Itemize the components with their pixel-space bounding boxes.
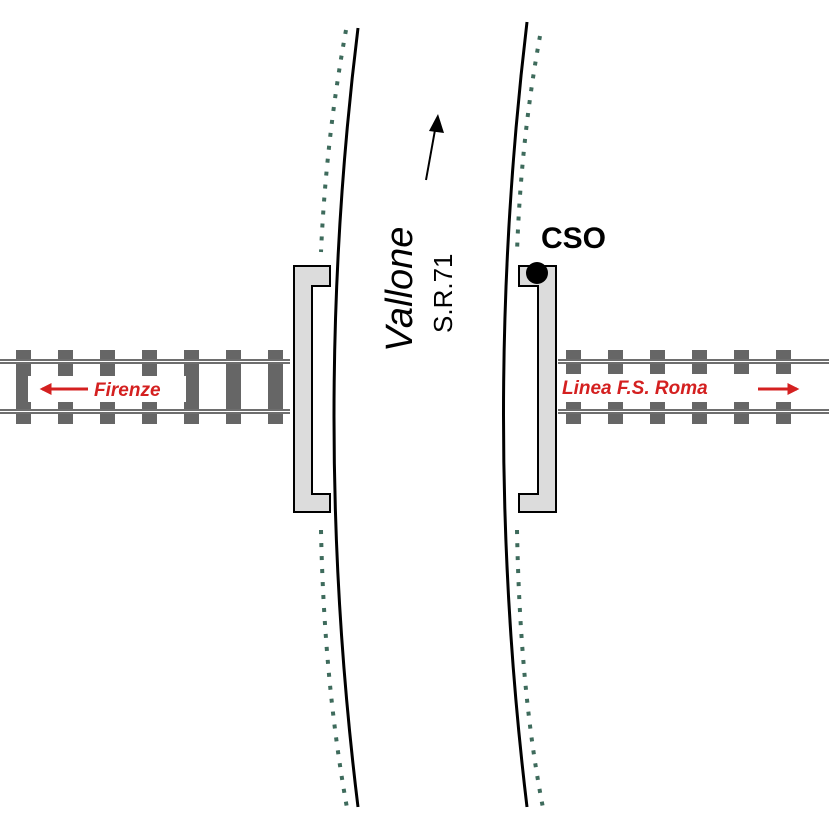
valley-bank-east xyxy=(502,21,529,808)
station-dot-icon xyxy=(526,262,548,284)
vegetation-edge-west-lower xyxy=(319,529,349,809)
track-tie xyxy=(184,350,199,424)
station-label: CSO xyxy=(541,222,606,255)
road-label: S.R.71 xyxy=(428,254,458,334)
vegetation-edge-west-upper xyxy=(319,29,348,253)
track-tie xyxy=(226,350,241,424)
bridge-abutment-east xyxy=(518,265,557,513)
west-destination-label: Firenze xyxy=(94,380,161,401)
valley-label: Vallone xyxy=(379,227,421,352)
track-tie xyxy=(268,350,283,424)
east-destination-label: Linea F.S. Roma xyxy=(562,378,708,399)
track-tie xyxy=(16,350,31,424)
north-arrow-icon xyxy=(425,114,444,181)
vegetation-edge-east-lower xyxy=(515,529,545,809)
valley-bank-west xyxy=(332,27,360,808)
bridge-abutment-west xyxy=(293,265,331,513)
vegetation-edge-east-upper xyxy=(515,35,542,253)
